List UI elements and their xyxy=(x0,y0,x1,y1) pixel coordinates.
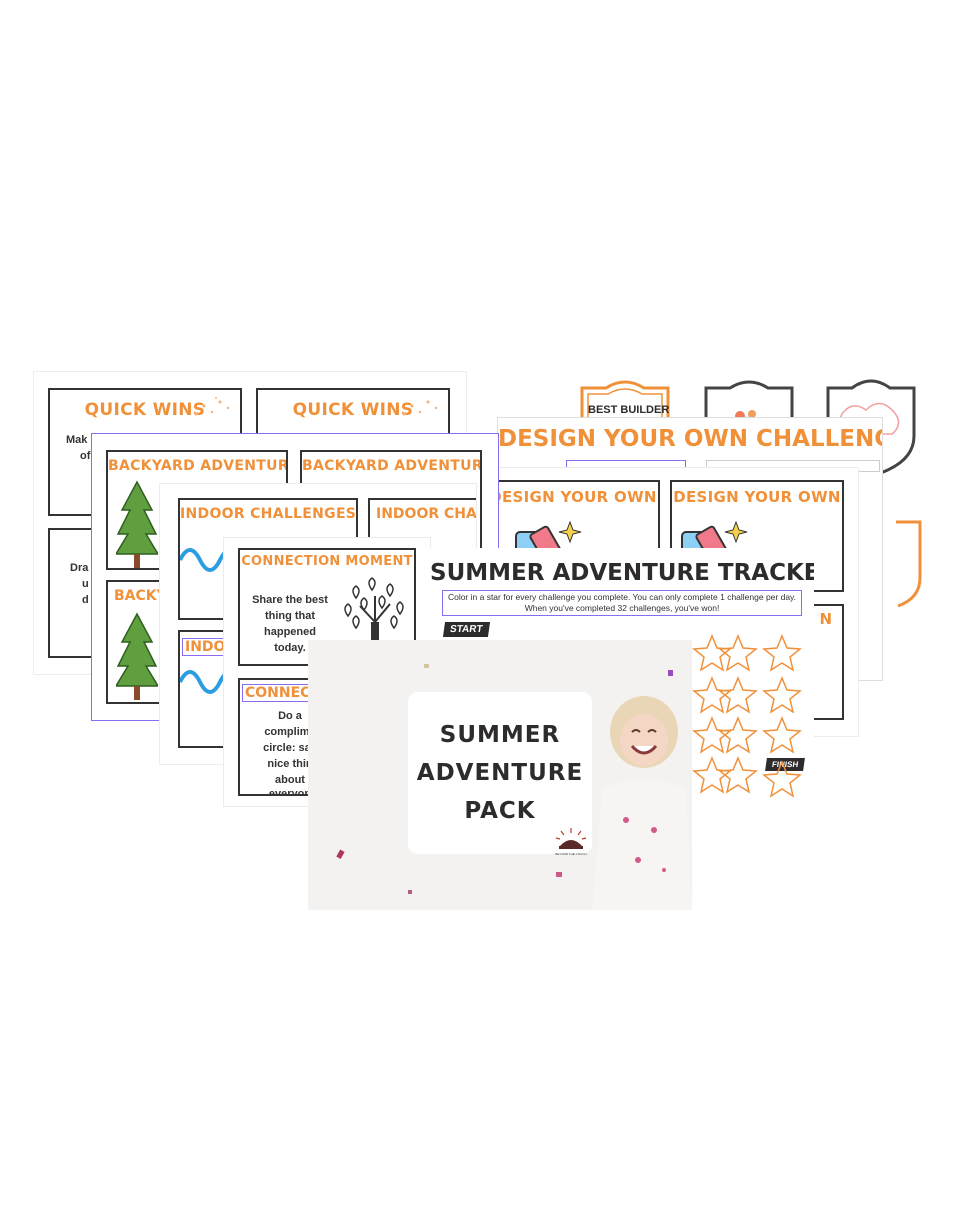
badge-shield-icon xyxy=(896,520,922,608)
cover-title-line-3: PACK xyxy=(464,798,536,824)
quick-wins-card3-text-a: Dra xyxy=(70,562,89,574)
connection-card1-line2: thing that xyxy=(264,610,316,622)
star-icon xyxy=(718,756,758,794)
quick-wins-card1-text-b: of xyxy=(80,450,91,462)
cover-title-box xyxy=(408,692,592,854)
logo-text: BEYOND THE COUCH xyxy=(555,852,587,856)
indoor-title-short: INDOOR CHA xyxy=(376,506,476,522)
star-grid xyxy=(692,634,802,798)
star-icon xyxy=(718,716,758,754)
quick-wins-title-2: QUICK WINS xyxy=(292,400,414,420)
star-icon xyxy=(762,676,802,714)
cover-sheet: SUMMER ADVENTURE PACK BEYOND THE COUCH xyxy=(308,640,692,910)
logo-icon xyxy=(555,828,587,849)
connection-card1-line1: Share the best xyxy=(252,594,328,606)
star-icon xyxy=(762,760,802,798)
quick-wins-title: QUICK WINS xyxy=(84,400,206,420)
backyard-title: BACKYARD ADVENTURE xyxy=(108,458,288,474)
quick-wins-card1-text-a: Mak xyxy=(66,434,88,446)
best-builder-label: BEST BUILDER xyxy=(588,404,670,416)
connection-card2-line4: nice thin xyxy=(267,758,313,770)
connection-card2-line1: Do a xyxy=(278,710,302,722)
connection-card1-line3: happened xyxy=(264,626,316,638)
pine-tree-icon xyxy=(116,612,158,700)
star-icon xyxy=(718,676,758,714)
backyard-title-2: BACKYARD ADVENTURE xyxy=(302,458,482,474)
cover-title-line-1: SUMMER xyxy=(439,722,561,748)
connection-card2-line3: circle: say xyxy=(263,742,317,754)
quick-wins-card3-text-b: u xyxy=(82,578,89,590)
tracker-instructions: Color in a star for every challenge you … xyxy=(442,590,802,616)
connection-card2-line6: everyon xyxy=(268,788,312,796)
confetti-icon xyxy=(194,397,230,416)
design-own-card-title-fragment: N xyxy=(819,610,832,628)
child-photo xyxy=(592,696,692,910)
connection-card1-line4: today. xyxy=(274,642,306,654)
confetti-icon xyxy=(402,400,438,416)
star-icon xyxy=(762,634,802,672)
star-icon xyxy=(762,716,802,754)
heart-tree-icon xyxy=(344,577,404,656)
connection-title: CONNECTION MOMENT xyxy=(241,554,413,569)
backyard-title-short: BACKY xyxy=(114,588,167,604)
connection-title-short: CONNEC xyxy=(242,684,314,702)
design-own-card-title-2: DESIGN YOUR OWN xyxy=(673,488,841,506)
design-own-header: DESIGN YOUR OWN CHALLENGE xyxy=(498,426,882,452)
connection-card2-line5: about xyxy=(275,774,305,786)
indoor-title: INDOOR CHALLENGES xyxy=(180,506,357,522)
star-icon xyxy=(718,634,758,672)
quick-wins-card3-text-c: d xyxy=(82,594,89,606)
indoor-title-short-2: INDO xyxy=(182,638,229,656)
pine-tree-icon xyxy=(116,480,158,568)
design-own-card-title: DESIGN YOUR OWN xyxy=(489,488,657,506)
cover-title-line-2: ADVENTURE xyxy=(416,760,584,786)
connection-card2-line2: complime xyxy=(264,726,316,738)
tracker-title: SUMMER ADVENTURE TRACKER xyxy=(430,560,814,586)
